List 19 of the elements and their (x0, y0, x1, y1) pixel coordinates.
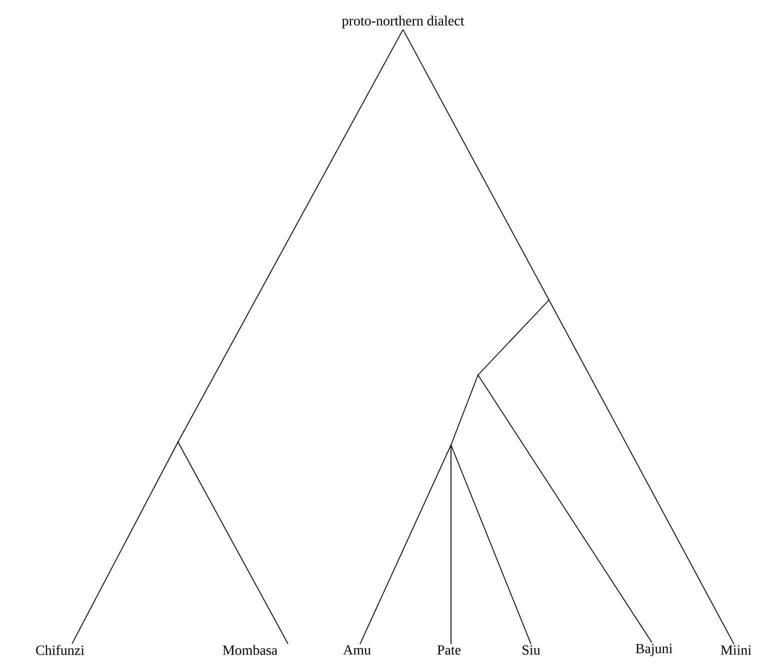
tree-branch (72, 442, 178, 644)
tree-branch (178, 442, 288, 644)
leaf-label: Pate (437, 645, 461, 655)
leaf-label: Amu (343, 645, 371, 655)
leaf-label: Siu (522, 645, 540, 655)
tree-branch (450, 374, 478, 446)
tree-branch (548, 300, 734, 645)
leaf-label: Miini (720, 645, 752, 655)
tree-branch (178, 29, 404, 442)
leaf-label: Chifunzi (36, 645, 84, 655)
tree-branch (360, 444, 452, 645)
tree-branch (478, 374, 652, 644)
tree-branch (402, 29, 550, 300)
tree-branch (450, 444, 452, 645)
tree-branch (450, 444, 532, 645)
leaf-label: Bajuni (636, 644, 672, 656)
root-label: proto-northern dialect (342, 16, 464, 28)
leaf-label: Mombasa (222, 645, 278, 655)
tree-branch (478, 300, 550, 376)
